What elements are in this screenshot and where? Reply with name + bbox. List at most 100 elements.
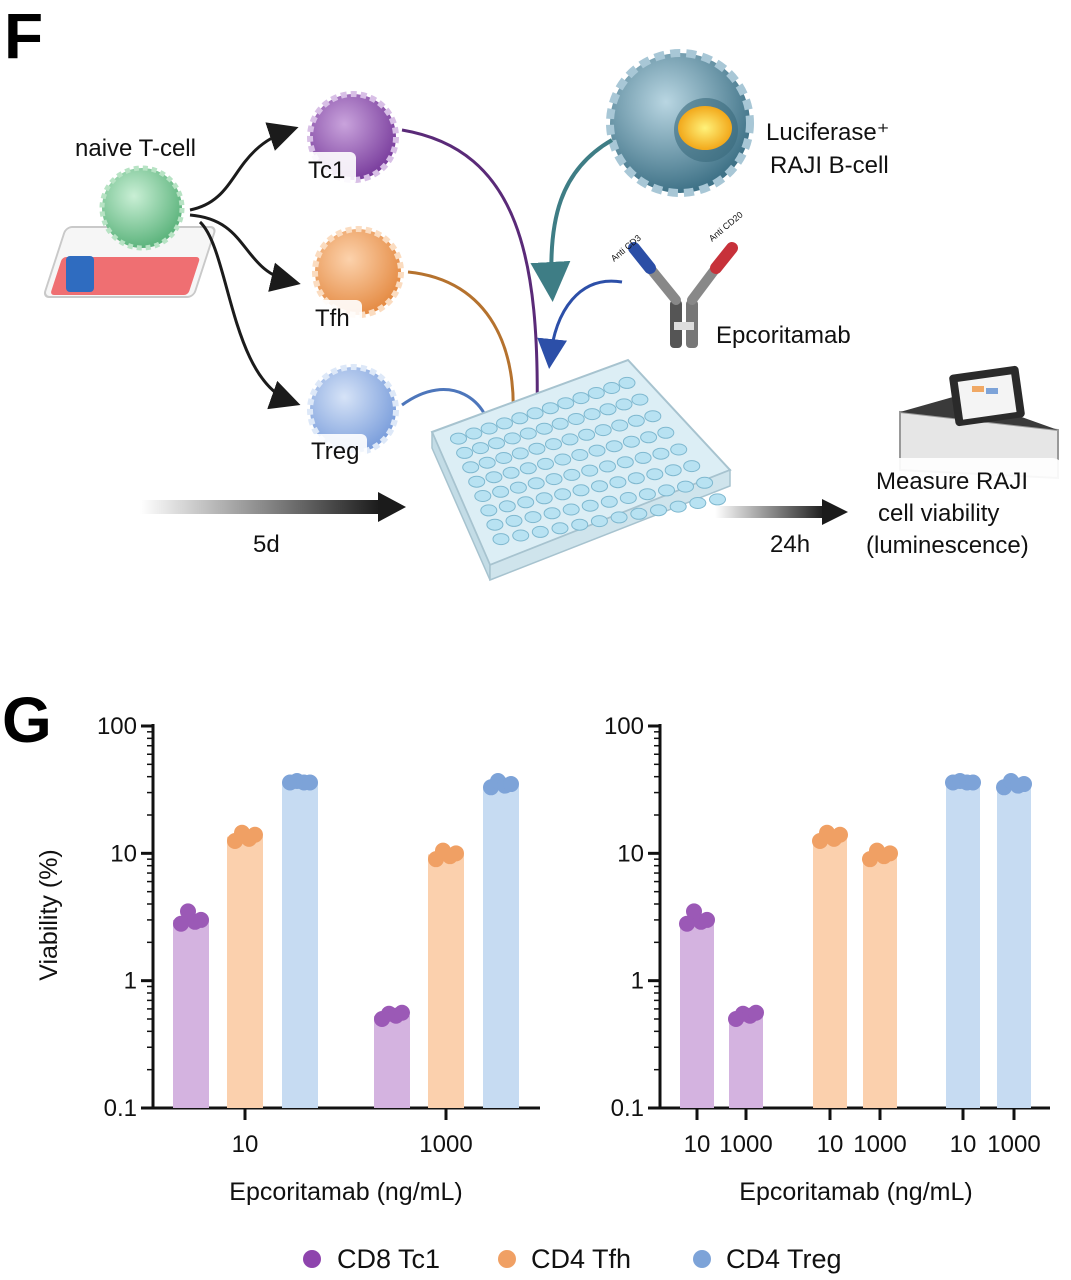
chart1-cd8-tc1-10-point xyxy=(173,915,189,932)
plate-well xyxy=(551,417,569,430)
treg-cell-icon xyxy=(307,364,399,456)
chart2-cd4-treg-10-bar xyxy=(946,782,980,1108)
plate-well xyxy=(478,456,496,469)
plate-well xyxy=(658,484,675,497)
plate-well xyxy=(638,488,656,501)
plate-well xyxy=(599,403,617,416)
plate-well xyxy=(474,490,492,502)
legend-marker-cd4-tfh xyxy=(498,1250,516,1268)
anti-cd20-label: Anti CD20 xyxy=(707,209,745,243)
treg-label: Treg xyxy=(311,438,359,465)
chart2-cd8-tc1-10-point xyxy=(699,911,715,928)
plate-well xyxy=(588,444,606,457)
chart2-cd4-tfh-1000-point xyxy=(882,845,898,862)
chart2-cd8-tc1-1000-point xyxy=(748,1004,764,1021)
readout-line3: (luminescence) xyxy=(866,532,1029,559)
plate-well xyxy=(462,461,480,474)
raji-b-cell-icon xyxy=(606,49,754,197)
plate-well xyxy=(554,488,572,501)
x-tick-label: 10 xyxy=(817,1131,844,1158)
chart1-cd4-treg-10-point xyxy=(302,774,318,791)
plate-well xyxy=(578,428,596,441)
plate-well xyxy=(535,492,553,505)
naive-t-cell-label: naive T-cell xyxy=(75,135,196,162)
naive-t-cell-flask xyxy=(43,165,216,298)
plate-well xyxy=(517,496,535,509)
chart2-cd4-treg-1000-bar xyxy=(997,785,1031,1108)
plate-well xyxy=(503,432,521,445)
plate-well xyxy=(511,447,529,460)
chart1-cd4-treg-10-bar xyxy=(282,782,318,1108)
plate-well xyxy=(543,507,561,520)
plate-well xyxy=(557,397,575,410)
plate-well xyxy=(581,499,599,512)
arrow-tfh-to-plate xyxy=(407,270,530,439)
plate-well xyxy=(627,472,645,485)
x-tick-label: 1000 xyxy=(719,1131,772,1158)
plate-well xyxy=(554,453,572,466)
chart2-cd4-tfh-10-point xyxy=(832,826,848,843)
plate-well xyxy=(498,500,516,513)
arrow-24h-head xyxy=(822,499,848,525)
plate-well xyxy=(631,393,649,406)
plate-well xyxy=(630,507,648,520)
plate-well xyxy=(618,376,636,389)
plate-well xyxy=(526,407,544,420)
duration-24h-label: 24h xyxy=(770,531,810,558)
legend-marker-cd8-tc1 xyxy=(303,1250,321,1268)
chart2-cd4-tfh-10-bar xyxy=(813,836,847,1108)
plate-well xyxy=(495,452,513,464)
plate-well xyxy=(587,387,605,399)
plate-well xyxy=(485,471,503,484)
plate-well xyxy=(519,427,537,440)
naive-t-cell-icon xyxy=(99,165,185,251)
tc1-label: Tc1 xyxy=(308,157,345,184)
chart2-cd4-treg-1000-point xyxy=(1016,776,1032,793)
plate-well xyxy=(696,476,714,489)
arrow-5d-head xyxy=(378,492,406,522)
readout-line1: Measure RAJI xyxy=(876,468,1028,495)
plate-well xyxy=(683,460,701,473)
chart1-cd8-tc1-1000-bar xyxy=(374,1015,410,1108)
chart1-cd8-tc1-10-point xyxy=(193,911,209,928)
plate-well xyxy=(599,460,616,473)
plate-well xyxy=(657,426,675,439)
plate-well xyxy=(545,473,563,486)
flask-cap-icon xyxy=(66,256,94,292)
plate-well xyxy=(492,485,510,498)
plate-well xyxy=(563,468,581,481)
arrow-tc1-to-plate xyxy=(401,128,553,429)
plate-well xyxy=(622,435,640,448)
plate-well xyxy=(652,447,670,460)
chart1-cd4-tfh-1000-bar xyxy=(428,854,464,1108)
plate-well xyxy=(524,511,542,524)
x-tick-label: 1000 xyxy=(853,1131,906,1158)
epcoritamab-antibody-icon xyxy=(628,242,738,348)
plate-well xyxy=(541,402,559,415)
plate-well xyxy=(619,492,637,504)
y-tick-label: 100 xyxy=(604,713,644,740)
plate-well xyxy=(572,392,590,405)
plate-well xyxy=(519,462,537,475)
tfh-label: Tfh xyxy=(315,305,350,332)
chart2-cd8-tc1-10-bar xyxy=(680,919,714,1108)
plate-well xyxy=(627,414,645,427)
plate-well xyxy=(677,480,694,493)
plate-well xyxy=(594,424,612,437)
plate-well xyxy=(505,514,523,527)
y-axis-title: Viability (%) xyxy=(35,849,63,981)
readout-line2: cell viability xyxy=(878,500,999,527)
legend-label-cd8-tc1: CD8 Tc1 xyxy=(337,1244,440,1274)
tfh-cell-icon xyxy=(312,226,404,318)
plate-well xyxy=(468,475,486,488)
arrow-raji-to-plate xyxy=(530,138,614,302)
plate-well xyxy=(551,522,569,535)
plate-well xyxy=(634,451,652,464)
epcoritamab-label: Epcoritamab xyxy=(716,322,851,349)
plate-well xyxy=(480,422,498,435)
panel-g-letter: G xyxy=(2,684,52,756)
plate-well xyxy=(465,427,483,440)
y-tick-label: 10 xyxy=(110,840,137,867)
